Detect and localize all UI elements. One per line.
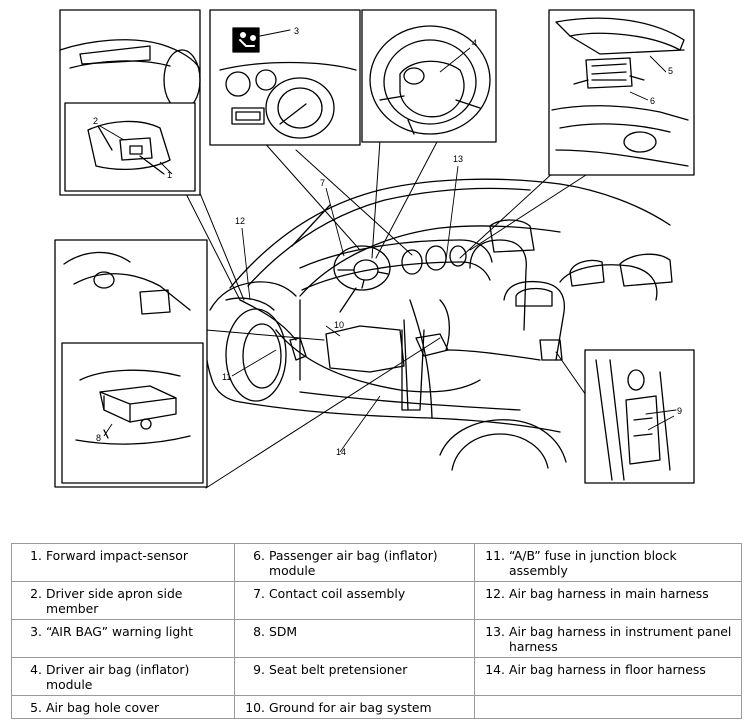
legend-number: 11.	[485, 548, 505, 563]
legend-cell: 7. Contact coil assembly	[234, 581, 475, 620]
legend-number: 9.	[253, 662, 265, 677]
legend-row: 2. Driver side apron side member 7. Contac…	[11, 581, 742, 620]
legend-number: 14.	[485, 662, 505, 677]
legend-text: Air bag harness in main harness	[509, 586, 709, 601]
legend-cell: 6. Passenger air bag (inflator) module	[234, 543, 475, 582]
legend-number: 1.	[30, 548, 42, 563]
legend-cell: 2. Driver side apron side member	[11, 581, 235, 620]
legend-cell: 4. Driver air bag (inflator) module	[11, 657, 235, 696]
legend-text: Forward impact-sensor	[46, 548, 188, 563]
callout-pointers	[99, 47, 675, 453]
legend-cell: 13. Air bag harness in instrument panel h…	[474, 619, 742, 658]
legend-number: 13.	[485, 624, 505, 639]
legend-text: Air bag harness in instrument panel harn…	[509, 624, 732, 654]
legend-number: 4.	[30, 662, 42, 677]
legend-text: Passenger air bag (inflator) module	[269, 548, 438, 578]
callout-13: 13	[453, 154, 463, 164]
legend-text: Seat belt pretensioner	[269, 662, 408, 677]
legend-number: 10.	[245, 700, 265, 715]
legend-cell	[474, 695, 742, 719]
legend-row: 1. Forward impact-sensor 6. Passenger air …	[11, 543, 742, 582]
legend-cell: 8. SDM	[234, 619, 475, 658]
legend-text: “AIR BAG” warning light	[46, 624, 193, 639]
legend-row: 3. “AIR BAG” warning light 8. SDM 13. Air b…	[11, 619, 742, 658]
legend-number: 8.	[253, 624, 265, 639]
legend-number: 5.	[30, 700, 42, 715]
legend-cell: 5. Air bag hole cover	[11, 695, 235, 719]
legend-cell: 11. “A/B” fuse in junction block assembly	[474, 543, 742, 582]
callout-7: 7	[320, 178, 325, 188]
legend-cell: 3. “AIR BAG” warning light	[11, 619, 235, 658]
inset-passenger-airbag	[548, 9, 695, 176]
callout-3: 3	[294, 26, 299, 36]
inset-seatbelt-pretensioner	[584, 349, 695, 484]
callout-1: 1	[167, 170, 172, 180]
callout-12: 12	[235, 216, 245, 226]
legend-number: 7.	[253, 586, 265, 601]
legend-row: 5. Air bag hole cover 10. Ground for air b…	[11, 695, 742, 719]
legend-row: 4. Driver air bag (inflator) module 9. Sea…	[11, 657, 742, 696]
legend-text: SDM	[269, 624, 298, 639]
callout-9: 9	[677, 406, 682, 416]
diagram-drawing: 1 2 3 4 5 6 7 8 9 10 11 12 13 14	[54, 9, 695, 489]
legend-text: Driver air bag (inflator) module	[46, 662, 190, 692]
callout-6: 6	[650, 96, 655, 106]
callout-4: 4	[472, 38, 477, 48]
legend-cell: 9. Seat belt pretensioner	[234, 657, 475, 696]
legend-text: “A/B” fuse in junction block assembly	[509, 548, 677, 578]
callout-14: 14	[336, 447, 346, 457]
parts-legend-table: 1. Forward impact-sensor 6. Passenger air …	[11, 543, 742, 719]
legend-cell: 14. Air bag harness in floor harness	[474, 657, 742, 696]
callout-10: 10	[334, 320, 344, 330]
inset-driver-airbag	[361, 9, 497, 143]
legend-text: Contact coil assembly	[269, 586, 406, 601]
legend-cell: 10. Ground for air bag system	[234, 695, 475, 719]
legend-number: 12.	[485, 586, 505, 601]
legend-number: 6.	[253, 548, 265, 563]
legend-text: Ground for air bag system	[269, 700, 432, 715]
callout-2: 2	[93, 116, 98, 126]
callout-labels: 1 2 3 4 5 6 7 8 9 10 11 12 13 14	[93, 26, 682, 457]
airbag-system-diagram: 1 2 3 4 5 6 7 8 9 10 11 12 13 14	[54, 9, 695, 489]
legend-number: 2.	[30, 586, 42, 601]
legend-cell: 1. Forward impact-sensor	[11, 543, 235, 582]
legend-cell: 12. Air bag harness in main harness	[474, 581, 742, 620]
inset-forward-impact-sensor	[59, 9, 201, 196]
callout-5: 5	[668, 66, 673, 76]
callout-11: 11	[222, 372, 231, 382]
inset-sdm	[54, 239, 208, 488]
callout-8: 8	[96, 433, 101, 443]
inset-warning-light	[209, 9, 361, 146]
legend-text: Driver side apron side member	[46, 586, 183, 616]
legend-number: 3.	[30, 624, 42, 639]
legend-text: Air bag hole cover	[46, 700, 160, 715]
legend-text: Air bag harness in floor harness	[509, 662, 706, 677]
